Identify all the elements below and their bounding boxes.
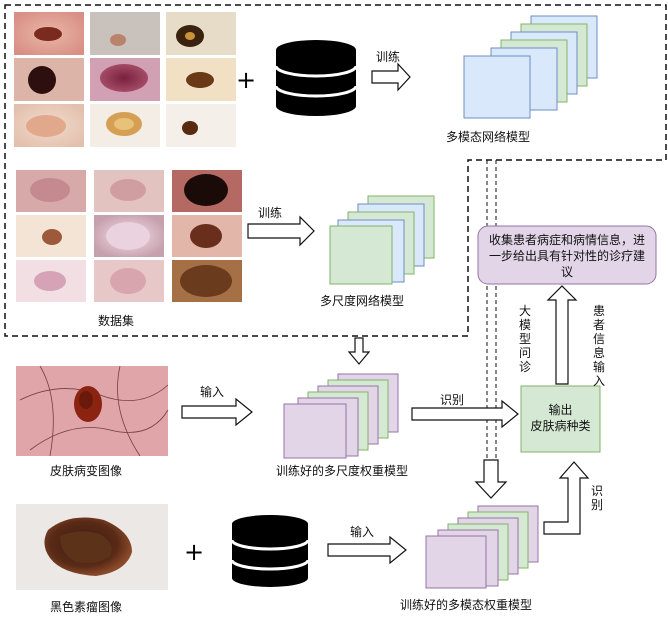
trained-multimodal-stack (425, 505, 539, 589)
output-class-text: 输出 皮肤病种类 (530, 403, 591, 433)
identify-label-2: 识别 (590, 484, 603, 512)
up-arrow-output (546, 285, 578, 385)
output-class-box (520, 385, 601, 453)
trained-multiscale-stack (283, 373, 399, 459)
multimodal-model-stack (463, 15, 598, 119)
train-arrow-1 (371, 62, 411, 92)
input-label-1: 输入 (200, 385, 225, 399)
lesion-image-label: 皮肤病变图像 (50, 464, 123, 478)
training-region-outline (4, 4, 667, 337)
dataset-label: 数据集 (98, 314, 135, 328)
patient-info-label: 患者信息输入 (592, 304, 605, 388)
identify-arrow-1 (411, 399, 519, 429)
melanoma-image-label: 黑色素瘤图像 (50, 600, 123, 614)
multiscale-model-label: 多尺度网络模型 (320, 294, 405, 308)
advice-box (477, 225, 657, 285)
llm-consult-label: 大模型问诊 (518, 304, 531, 374)
train-label-2: 训练 (258, 206, 283, 220)
clinical-image-grid (14, 12, 236, 147)
trained-multimodal-label: 训练好的多模态权重模型 (400, 598, 533, 612)
train-arrow-2 (247, 215, 315, 247)
plus-sign: + (236, 66, 256, 94)
trained-multiscale-label: 训练好的多尺度权重模型 (276, 464, 409, 478)
dermoscopy-image-grid (16, 170, 242, 302)
multimodal-model-label: 多模态网络模型 (446, 130, 531, 144)
down-arrow-2 (474, 459, 508, 499)
melanoma-image (16, 504, 168, 590)
input-arrow-1 (181, 397, 253, 427)
plus-sign-2: + (184, 538, 204, 566)
identify-arrow-2 (543, 461, 590, 535)
advice-text: 收集患者病症和病情信息，进一步给出具有针对性的诊疗建议 (488, 233, 645, 279)
input-label-2: 输入 (350, 525, 375, 539)
database-icon-2 (230, 515, 310, 587)
down-arrow-1 (347, 337, 371, 365)
database-icon (274, 40, 358, 116)
lesion-image (16, 365, 169, 457)
train-label-1: 训练 (376, 50, 401, 64)
multiscale-model-stack (329, 195, 435, 285)
input-arrow-2 (327, 535, 407, 565)
identify-label-1: 识别 (440, 393, 465, 407)
